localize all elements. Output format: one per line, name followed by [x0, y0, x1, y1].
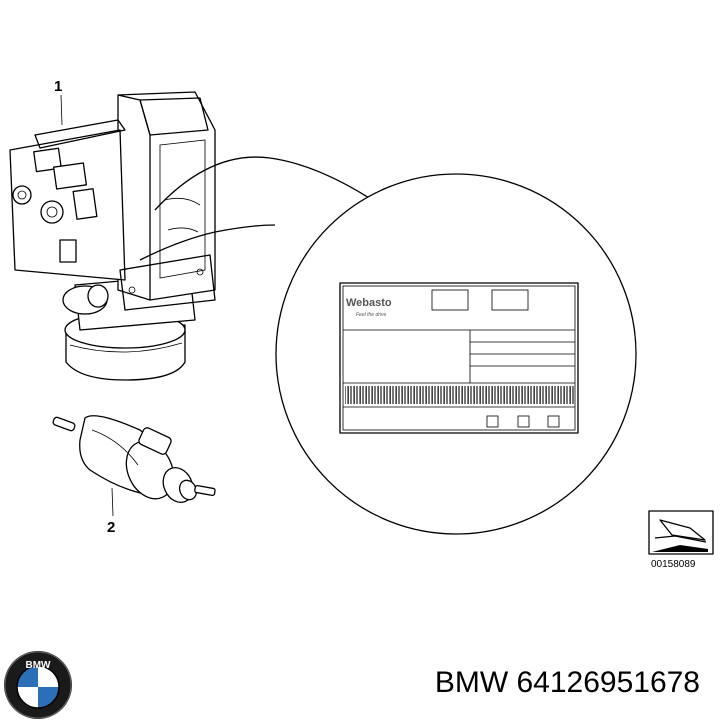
type-label: Webasto Feel the drive	[339, 282, 579, 434]
diagram-number: 00158089	[651, 559, 696, 570]
bmw-logo-icon: BMW	[4, 651, 72, 719]
part-number-caption: BMW 64126951678	[434, 666, 700, 699]
magnifier-line-bottom	[139, 224, 276, 261]
dosing-pump-icon	[52, 415, 216, 504]
logo-text: BMW	[26, 660, 52, 671]
reference-arrow-icon	[648, 510, 714, 555]
label-tagline: Feel the drive	[356, 312, 387, 318]
heater-unit-icon	[9, 91, 216, 381]
callout-2: 2	[107, 519, 115, 536]
callout-2-leader	[111, 487, 114, 517]
callout-1-leader	[60, 94, 63, 126]
label-brand: Webasto	[346, 297, 392, 309]
callout-1: 1	[54, 78, 62, 95]
magnifier-line-top	[154, 156, 381, 211]
